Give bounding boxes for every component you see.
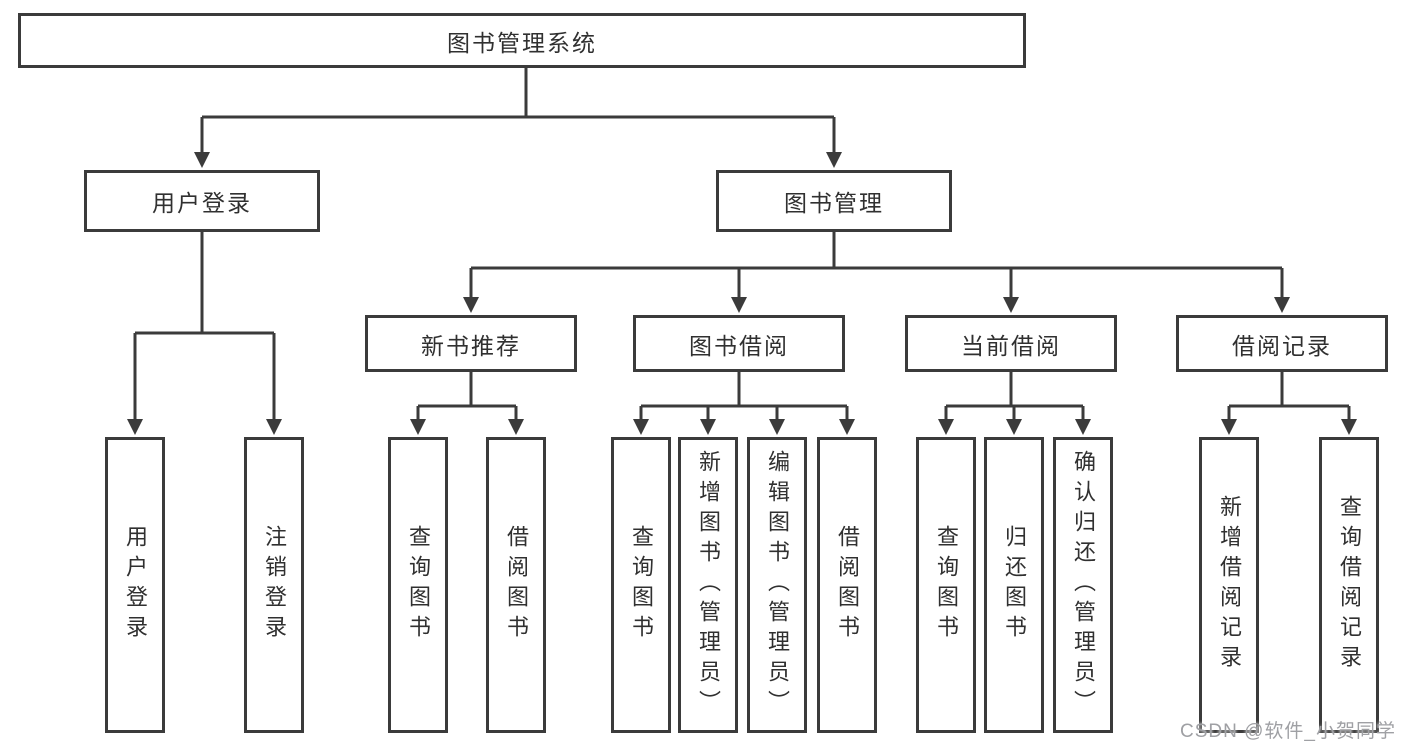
leaf-borrow-books-recommend: 借阅图书 [486,437,546,733]
csdn-watermark: CSDN @软件_小贺同学 [1180,721,1396,742]
arrowheads [127,152,1357,435]
leaf-query-borrow-record: 查询借阅记录 [1319,437,1379,733]
node-label: 新书推荐 [421,332,521,359]
leaf-query-books-current: 查询图书 [916,437,976,733]
leaf-user-login: 用户登录 [105,437,165,733]
node-label: 查询图书 [934,525,959,645]
leaf-logout: 注销登录 [244,437,304,733]
leaf-edit-book-admin: 编辑图书（管理员） [747,437,807,733]
node-label: 用户登录 [152,190,252,216]
node-label: 借阅记录 [1232,332,1332,359]
leaf-confirm-return-admin: 确认归还（管理员） [1053,437,1113,733]
node-label: 图书管理 [784,190,884,216]
node-label: 图书管理系统 [447,29,597,56]
node-user-login: 用户登录 [84,170,320,232]
leaf-borrow-books: 借阅图书 [817,437,877,733]
leaf-add-book-admin: 新增图书（管理员） [678,437,738,733]
connector-borrow-records [1227,372,1351,421]
connector-book-borrow [639,372,849,421]
connector-current-borrow [944,372,1085,421]
connector-root [200,68,836,154]
node-label: 查询借阅记录 [1337,495,1362,675]
node-label: 归还图书 [1002,525,1027,645]
leaf-query-books-recommend: 查询图书 [388,437,448,733]
node-new-book-recommendation: 新书推荐 [365,315,577,372]
node-label: 借阅图书 [835,525,860,645]
node-label: 注销登录 [262,525,287,645]
leaf-add-borrow-record: 新增借阅记录 [1199,437,1259,733]
node-label: 确认归还（管理员） [1071,450,1096,720]
node-current-borrowing: 当前借阅 [905,315,1117,372]
node-label: 新增借阅记录 [1217,495,1242,675]
node-borrow-records: 借阅记录 [1176,315,1388,372]
node-label: 用户登录 [123,525,148,645]
connector-user-login [133,232,276,421]
node-label: 借阅图书 [504,525,529,645]
node-book-management: 图书管理 [716,170,952,232]
node-library-system: 图书管理系统 [18,13,1026,68]
node-label: 查询图书 [406,525,431,645]
node-label: 图书借阅 [689,332,789,359]
node-book-borrowing: 图书借阅 [633,315,845,372]
node-label: 新增图书（管理员） [696,450,721,720]
node-label: 编辑图书（管理员） [765,450,790,720]
connector-new-book [416,372,518,421]
node-label: 当前借阅 [961,332,1061,359]
node-label: 查询图书 [629,525,654,645]
leaf-query-books-borrowing: 查询图书 [611,437,671,733]
connector-book-management [469,232,1284,299]
leaf-return-books: 归还图书 [984,437,1044,733]
